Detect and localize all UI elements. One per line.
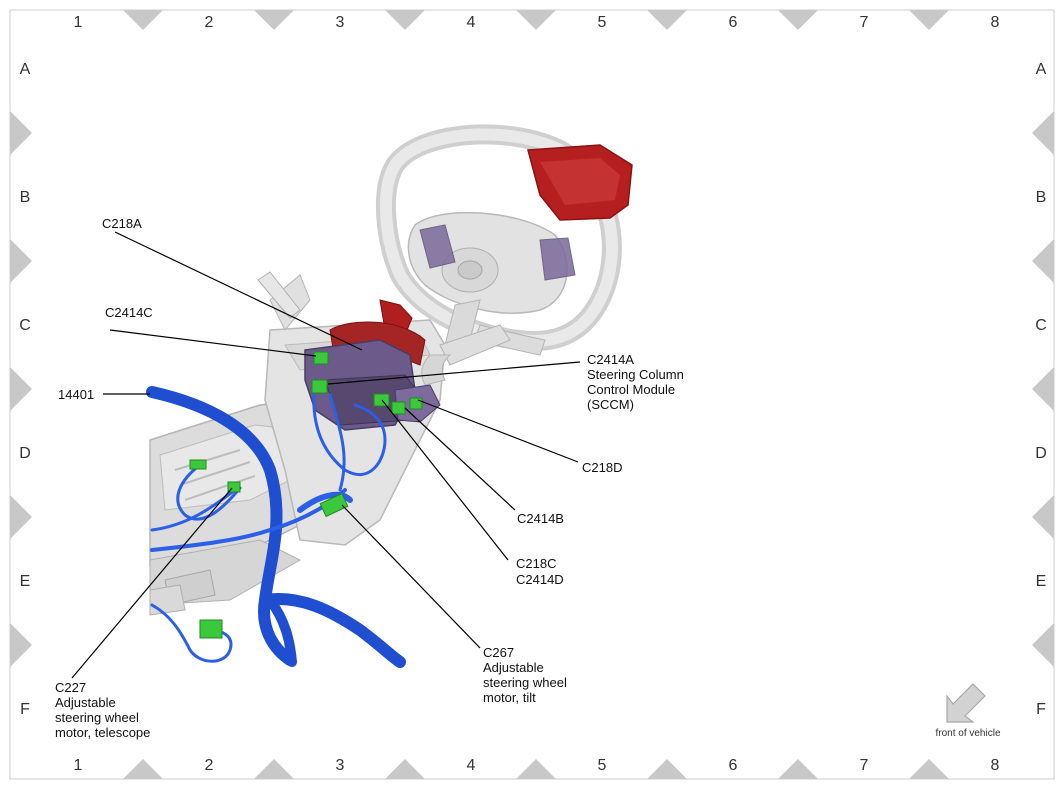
frame-mark-bottom <box>254 759 294 779</box>
grid-column-label-bottom: 6 <box>729 757 738 774</box>
grid-column-label-bottom: 7 <box>860 757 869 774</box>
label-c227-line1: C227 <box>55 680 86 695</box>
wiring-harness <box>146 378 406 668</box>
grid-column-label-top: 1 <box>74 14 83 31</box>
grid-row-label-right: A <box>1036 61 1047 78</box>
label-c2414a-line2: Steering Column <box>587 367 684 382</box>
grid-column-label-bottom: 5 <box>598 757 607 774</box>
grid-column-label-top: 5 <box>598 14 607 31</box>
grid-column-label-bottom: 1 <box>74 757 83 774</box>
grid-row-label-left: B <box>20 189 31 206</box>
connector-c227 <box>227 481 241 493</box>
grid-column-label-bottom: 3 <box>336 757 345 774</box>
label-c2414a-line3: Control Module <box>587 382 675 397</box>
grid-row-label-left: E <box>20 573 31 590</box>
frame-mark-left <box>10 367 32 411</box>
grid-column-label-bottom: 8 <box>991 757 1000 774</box>
frame-marks <box>10 10 1054 779</box>
grid-row-label-left: D <box>19 445 31 462</box>
grid-column-label-top: 3 <box>336 14 345 31</box>
front-of-vehicle-label: front of vehicle <box>935 728 1000 739</box>
frame-mark-bottom <box>385 759 425 779</box>
connector-c218c <box>373 393 390 407</box>
connector-c2414b <box>391 401 406 415</box>
label-c267-line1: C267 <box>483 645 514 660</box>
label-c218a: C218A <box>102 216 142 231</box>
frame-mark-top <box>778 10 818 30</box>
grid-column-label-bottom: 2 <box>205 757 214 774</box>
grid-column-label-bottom: 4 <box>467 757 476 774</box>
grid-column-label-top: 6 <box>729 14 738 31</box>
frame-mark-left <box>10 111 32 155</box>
steering-column-illustration <box>146 124 633 668</box>
connector-loose <box>199 619 223 639</box>
grid-column-label-top: 7 <box>860 14 869 31</box>
grid-row-label-right: C <box>1035 317 1047 334</box>
frame-mark-bottom <box>516 759 556 779</box>
frame-mark-top <box>123 10 163 30</box>
connector-harness-upper <box>189 459 207 470</box>
grid-row-label-left: C <box>19 317 31 334</box>
grid-row-label-right: E <box>1036 573 1047 590</box>
label-c218c-line2: C2414D <box>516 572 564 587</box>
frame-mark-right <box>1032 111 1054 155</box>
label-c2414c: C2414C <box>105 305 153 320</box>
frame-mark-bottom <box>647 759 687 779</box>
connector-c2414a <box>311 379 328 394</box>
frame-mark-right <box>1032 623 1054 667</box>
label-c218d: C218D <box>582 460 622 475</box>
frame-mark-right <box>1032 367 1054 411</box>
connector-c218d <box>409 397 423 410</box>
connector-c2414c <box>313 351 329 365</box>
frame-mark-left <box>10 239 32 283</box>
frame-mark-top <box>385 10 425 30</box>
front-of-vehicle-indicator: front of vehicle <box>935 683 1001 739</box>
steering-wheel <box>376 124 622 386</box>
direction-arrow-icon <box>946 683 986 723</box>
grid-row-label-right: B <box>1036 189 1047 206</box>
frame-mark-top <box>516 10 556 30</box>
label-c2414a-line4: (SCCM) <box>587 397 634 412</box>
frame-mark-top <box>254 10 294 30</box>
grid-row-label-right: F <box>1036 701 1046 718</box>
label-c267-line2: Adjustable <box>483 660 544 675</box>
label-c267-line4: motor, tilt <box>483 690 536 705</box>
label-c2414b: C2414B <box>517 511 564 526</box>
connector-c267 <box>319 492 349 518</box>
leader-lines <box>71 231 581 679</box>
frame-mark-top <box>909 10 949 30</box>
callout-labels: C218A C2414C 14401 C2414A Steering Colum… <box>55 216 684 740</box>
grid-row-label-left: F <box>20 701 30 718</box>
grid-column-label-top: 2 <box>205 14 214 31</box>
grid-row-label-right: D <box>1035 445 1047 462</box>
frame-mark-left <box>10 495 32 539</box>
label-c227-line2: Adjustable <box>55 695 116 710</box>
grid-column-label-top: 8 <box>991 14 1000 31</box>
label-c227-line4: motor, telescope <box>55 725 150 740</box>
frame-mark-right <box>1032 239 1054 283</box>
label-c2414a-line1: C2414A <box>587 352 634 367</box>
grid-row-label-left: A <box>20 61 31 78</box>
grid-column-label-top: 4 <box>467 14 476 31</box>
frame-mark-bottom <box>123 759 163 779</box>
label-14401: 14401 <box>58 387 94 402</box>
frame-mark-right <box>1032 495 1054 539</box>
frame-mark-top <box>647 10 687 30</box>
frame-mark-bottom <box>909 759 949 779</box>
label-c227-line3: steering wheel <box>55 710 139 725</box>
frame-mark-bottom <box>778 759 818 779</box>
frame-mark-left <box>10 623 32 667</box>
label-c218c-line1: C218C <box>516 556 556 571</box>
label-c267-line3: steering wheel <box>483 675 567 690</box>
